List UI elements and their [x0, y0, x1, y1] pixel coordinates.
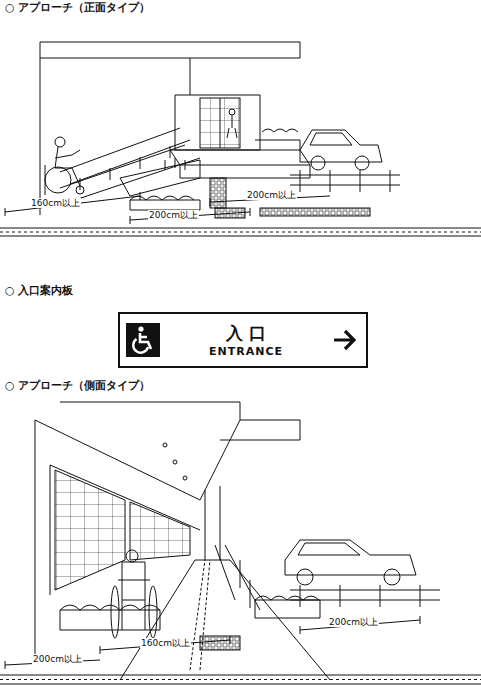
dimension-label: 160cm以上 [30, 198, 81, 208]
entrance-sign: 入 口ENTRANCE [118, 312, 368, 368]
dimension-label: 200cm以上 [148, 210, 199, 220]
section-heading: ○ アプローチ（側面タイプ） [4, 380, 151, 393]
side-approach-illustration [0, 402, 481, 684]
dimension-label: 200cm以上 [328, 617, 379, 627]
dimension-label: 160cm以上 [140, 638, 191, 648]
section-heading: ○ 入口案内板 [4, 285, 74, 298]
dimension-label: 200cm以上 [246, 190, 297, 200]
sign-subtext: ENTRANCE [209, 345, 283, 358]
front-approach-illustration [0, 42, 481, 236]
dimension-label: 200cm以上 [32, 654, 83, 664]
section-heading: ○ アプローチ（正面タイプ） [4, 2, 151, 15]
sign-text: 入 口 [226, 322, 266, 345]
wheelchair-icon [126, 323, 160, 357]
direction-arrow [332, 327, 358, 353]
